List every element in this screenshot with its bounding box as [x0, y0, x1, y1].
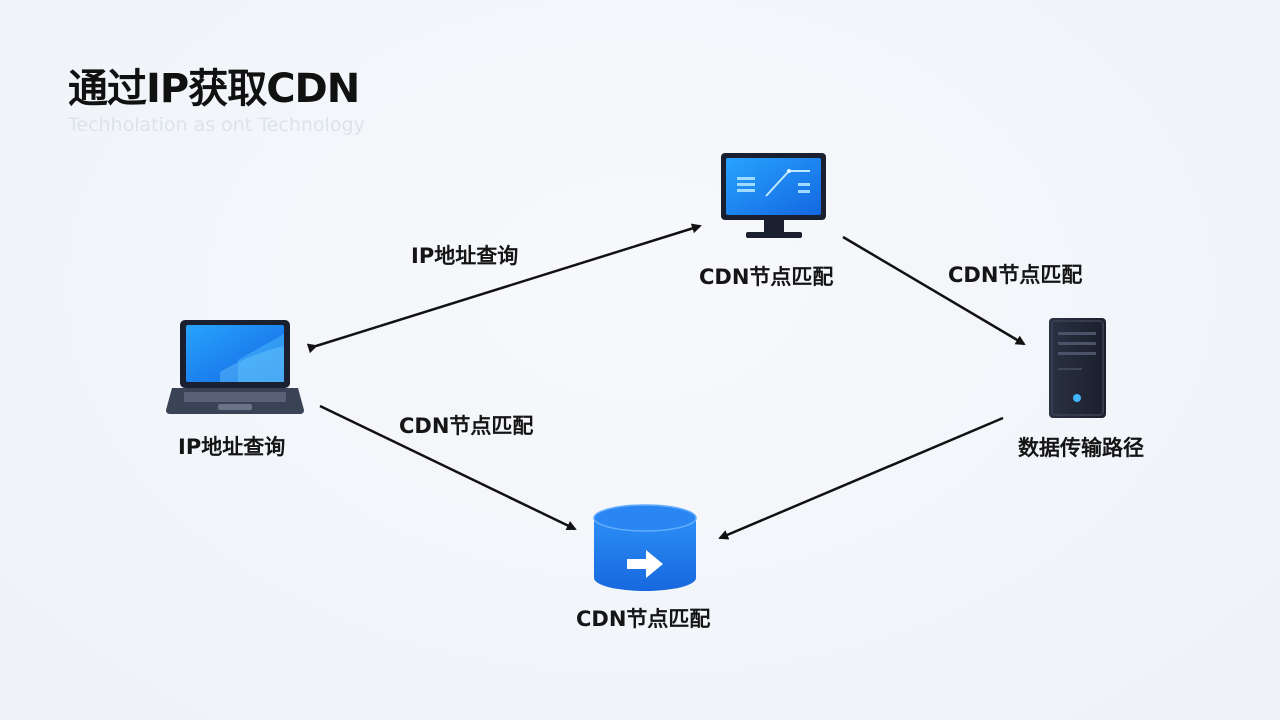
node-label-monitor: CDN节点匹配	[699, 265, 834, 289]
edge-label-laptop-database: CDN节点匹配	[399, 414, 534, 438]
edge-laptop-database	[319, 404, 577, 531]
node-label-database: CDN节点匹配	[576, 607, 711, 631]
database-icon	[593, 504, 697, 591]
page-title: 通过IP获取CDN	[68, 66, 360, 112]
server-icon	[1049, 318, 1106, 418]
monitor-icon	[721, 153, 826, 238]
laptop-icon	[166, 320, 304, 414]
page-subtitle: Techholation as ont Technology	[68, 114, 365, 136]
edge-label-laptop-monitor: IP地址查询	[411, 244, 519, 268]
edge-laptop-monitor	[306, 223, 702, 354]
node-label-laptop: IP地址查询	[178, 435, 286, 459]
node-label-server: 数据传输路径	[1018, 436, 1144, 460]
edge-server-database	[718, 416, 1004, 540]
edge-label-monitor-server: CDN节点匹配	[948, 263, 1083, 287]
edge-monitor-server	[842, 235, 1026, 346]
